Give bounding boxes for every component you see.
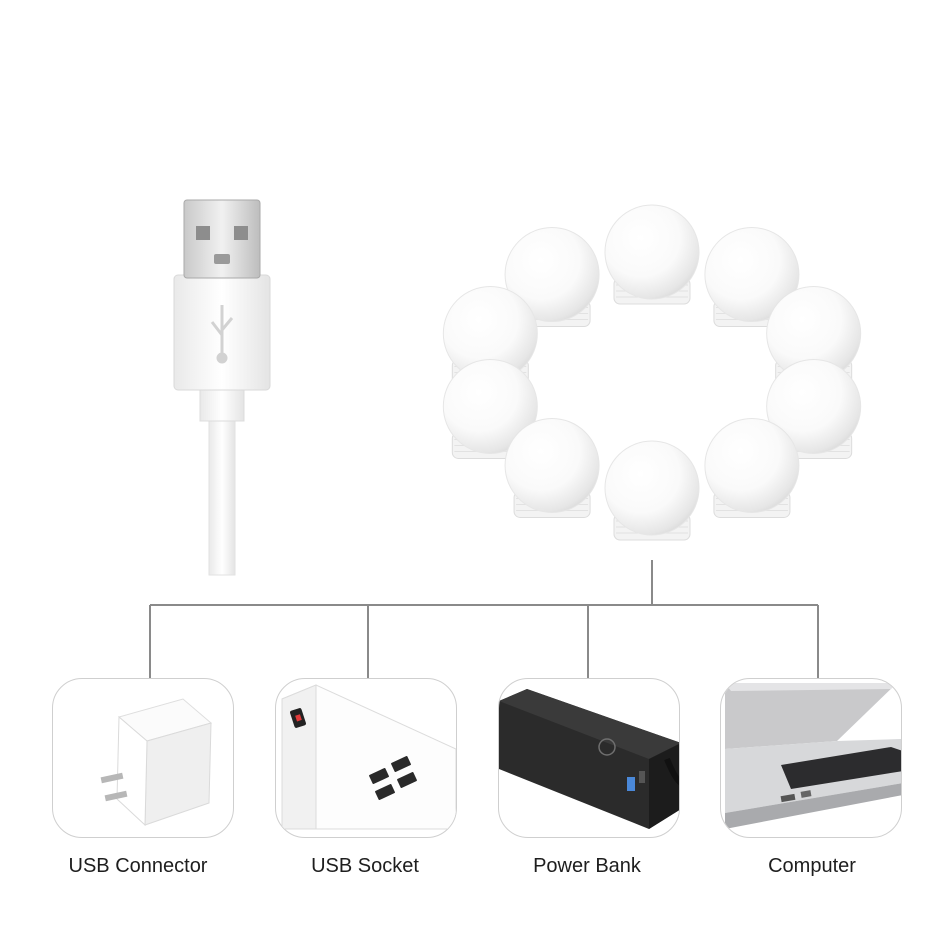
label-usb-connector: USB Connector xyxy=(68,855,208,877)
card-usb-connector xyxy=(52,678,234,838)
led-bulb xyxy=(604,440,700,541)
card-computer xyxy=(720,678,902,838)
connector-lines xyxy=(149,560,819,678)
led-bulb xyxy=(604,204,700,305)
label-usb-socket: USB Socket xyxy=(311,855,419,877)
power-bank-icon xyxy=(499,689,679,829)
led-bulb xyxy=(704,417,800,518)
led-bulb xyxy=(504,417,600,518)
usb-metal-shell xyxy=(183,199,261,279)
led-bulb-ring xyxy=(442,204,862,541)
led-bulb xyxy=(766,358,862,459)
laptop-icon xyxy=(725,683,901,829)
label-computer: Computer xyxy=(768,855,856,877)
usb-plug xyxy=(173,199,271,576)
wall-adapter-icon xyxy=(100,698,213,827)
card-power-bank xyxy=(498,678,680,838)
usb-trident-icon xyxy=(210,305,234,364)
led-bulb xyxy=(704,227,800,328)
power-strip-icon xyxy=(281,684,456,830)
card-usb-socket xyxy=(275,678,457,838)
usb-cable xyxy=(208,414,236,576)
label-power-bank: Power Bank xyxy=(533,855,641,877)
usb-strain-relief xyxy=(199,384,245,422)
